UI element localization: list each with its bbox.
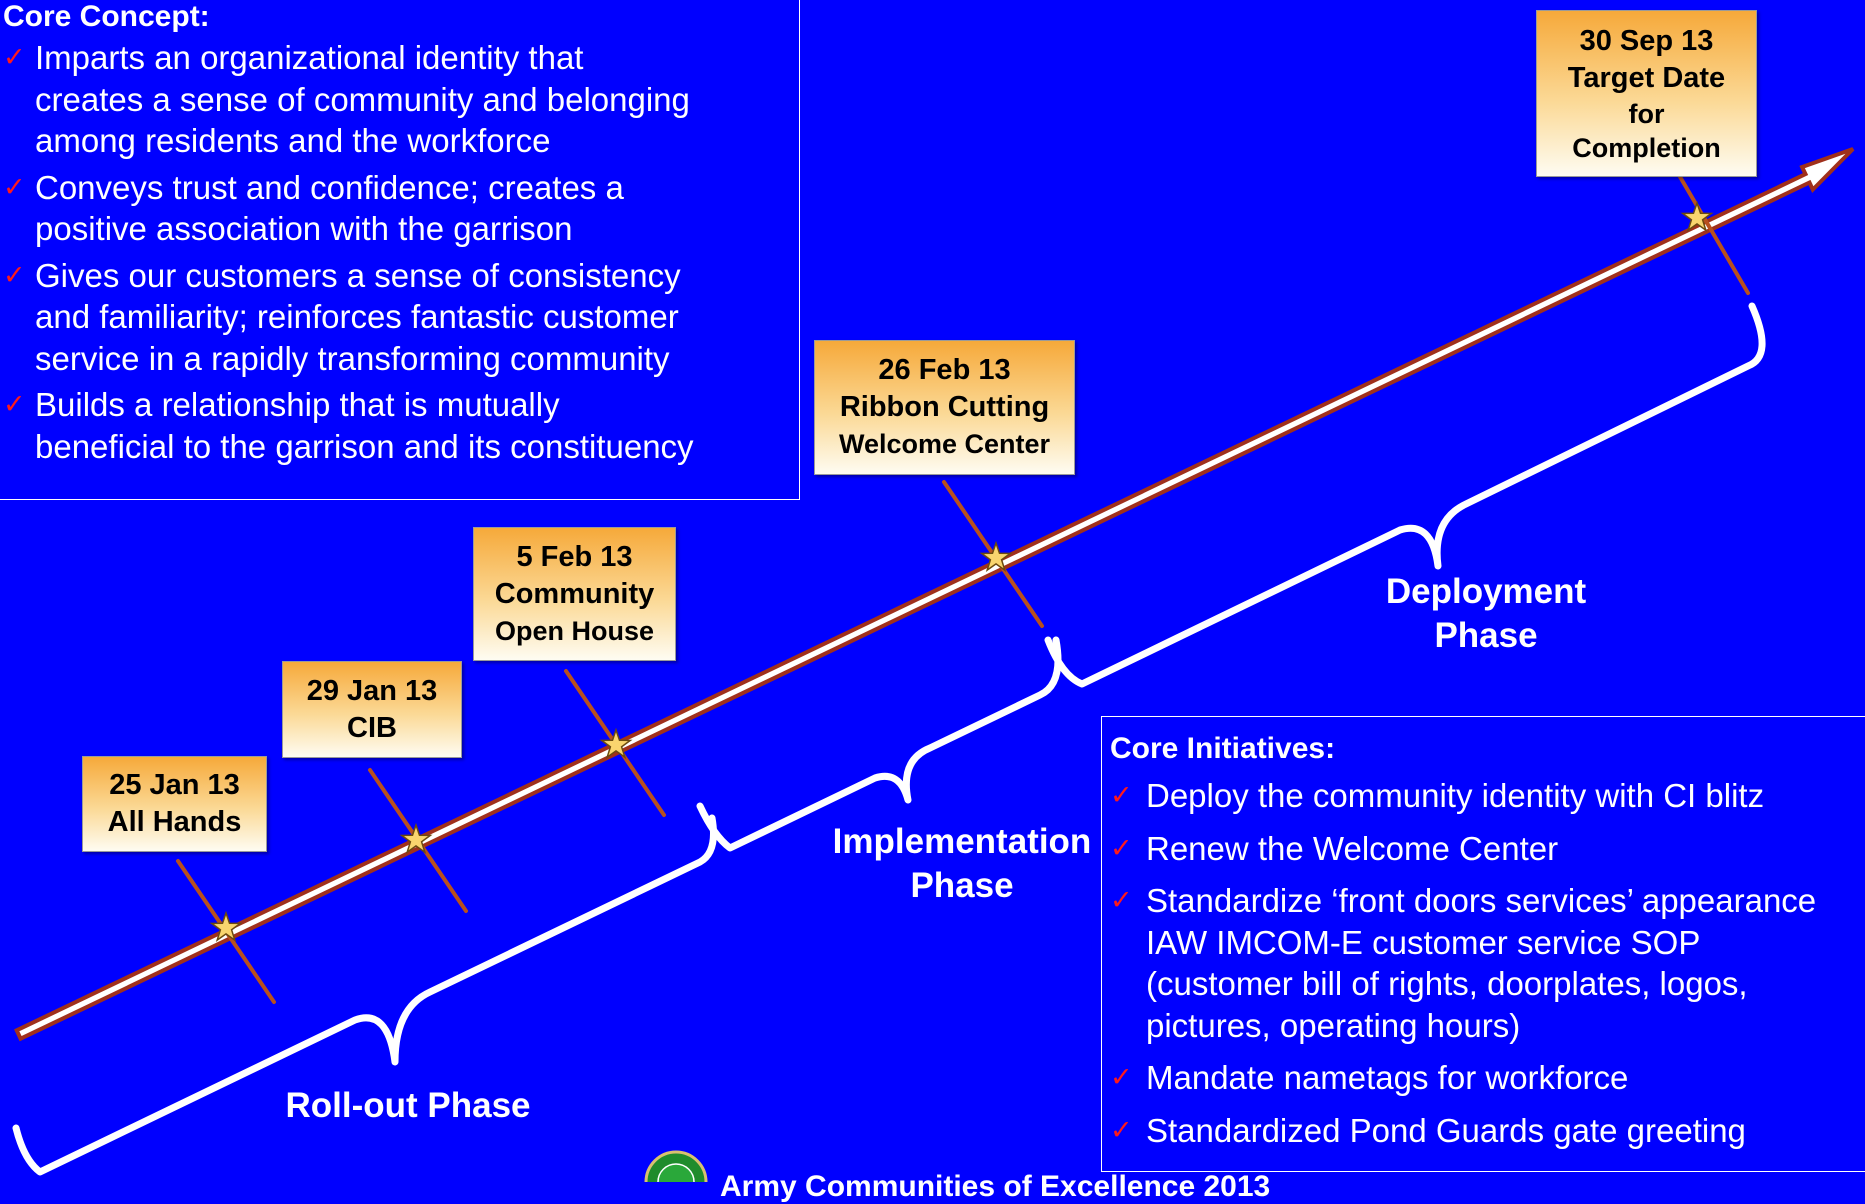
milestone-label: Community <box>494 577 655 610</box>
milestone-date: 25 Jan 13 <box>109 769 240 801</box>
deployment-phase-brace <box>1044 302 1766 688</box>
milestone-label: All Hands <box>107 806 242 838</box>
check-icon: ✓ <box>1110 885 1133 916</box>
item-line: Gives our customers a sense of consisten… <box>35 256 681 294</box>
milestone-target-date: 30 Sep 13 Target Date for Completion <box>1536 10 1757 177</box>
list-item: ✓ Conveys trust and confidence; creates … <box>3 167 799 250</box>
item-line: (customer bill of rights, doorplates, lo… <box>1146 965 1748 1002</box>
list-item: ✓ Mandate nametags for workforce <box>1110 1057 1865 1099</box>
star-icon <box>599 727 633 759</box>
phase-line: Implementation <box>832 822 1092 861</box>
milestone-date: 29 Jan 13 <box>306 674 438 707</box>
list-item: ✓ Standardize ‘front doors services’ app… <box>1110 880 1865 1046</box>
timeline-arrow <box>14 147 1855 1042</box>
milestone-community-open-house: 5 Feb 13 Community Open House <box>473 527 676 661</box>
core-initiatives-list: ✓ Deploy the community identity with CI … <box>1110 775 1865 1151</box>
item-line: Deploy the community identity with CI bl… <box>1146 777 1765 814</box>
implementation-phase-brace <box>696 636 1062 852</box>
milestone-date: 30 Sep 13 <box>1579 24 1714 57</box>
core-concept-title: Core Concept: <box>3 0 210 33</box>
core-concept-box: Core Concept: ✓ Imparts an organizationa… <box>0 0 800 500</box>
milestone-stars <box>209 200 1714 942</box>
item-line: Imparts an organizational identity that <box>35 39 584 76</box>
phase-line: Deployment <box>1385 572 1587 611</box>
item-line: Builds a relationship that is mutually <box>35 386 560 423</box>
check-icon: ✓ <box>1110 1114 1133 1146</box>
milestone-date: 26 Feb 13 <box>878 354 1011 386</box>
milestone-label: for <box>1628 98 1665 129</box>
item-line: service in a rapidly transforming commun… <box>35 339 670 377</box>
deployment-phase-label: Deployment Phase <box>1336 570 1636 658</box>
rollout-phase-label: Roll-out Phase <box>258 1084 558 1128</box>
seal-icon <box>644 1150 708 1182</box>
phase-line: Phase <box>1434 616 1538 655</box>
milestone-date: 5 Feb 13 <box>516 540 633 573</box>
milestone-all-hands: 25 Jan 13 All Hands <box>82 756 267 852</box>
milestone-ribbon-cutting: 26 Feb 13 Ribbon Cutting Welcome Center <box>814 340 1075 475</box>
core-initiatives-box: Core Initiatives: ✓ Deploy the community… <box>1101 716 1865 1172</box>
core-initiatives-title: Core Initiatives: <box>1110 732 1336 765</box>
phase-line: Roll-out Phase <box>285 1086 531 1125</box>
list-item: ✓ Deploy the community identity with CI … <box>1110 775 1865 817</box>
list-item: ✓ Gives our customers a sense of consist… <box>3 255 799 380</box>
star-icon <box>1680 200 1714 232</box>
implementation-phase-label: Implementation Phase <box>812 820 1112 908</box>
item-line: Mandate nametags for workforce <box>1146 1059 1629 1096</box>
check-icon: ✓ <box>1110 832 1133 864</box>
item-line: among residents and the workforce <box>35 122 551 159</box>
check-icon: ✓ <box>3 171 26 203</box>
rollout-phase-brace <box>12 814 717 1176</box>
milestone-label: CIB <box>347 711 397 744</box>
list-item: ✓ Builds a relationship that is mutually… <box>3 384 799 467</box>
milestone-label: Ribbon Cutting <box>839 391 1050 423</box>
item-line: creates a sense of community and belongi… <box>35 80 690 118</box>
list-item: ✓ Imparts an organizational identity tha… <box>3 37 799 162</box>
check-icon: ✓ <box>3 389 26 420</box>
star-icon <box>209 910 243 942</box>
item-line: IAW IMCOM-E customer service SOP <box>1146 923 1701 961</box>
check-icon: ✓ <box>3 259 26 291</box>
milestone-label: Welcome Center <box>838 429 1051 459</box>
star-icon <box>399 822 433 854</box>
item-line: beneficial to the garrison and its const… <box>35 427 694 465</box>
check-icon: ✓ <box>3 42 26 73</box>
item-line: Conveys trust and confidence; creates a <box>35 168 624 206</box>
phase-line: Phase <box>910 866 1014 905</box>
list-item: ✓ Standardized Pond Guards gate greeting <box>1110 1110 1865 1152</box>
item-line: pictures, operating hours) <box>1146 1006 1521 1044</box>
item-line: Renew the Welcome Center <box>1146 829 1559 867</box>
core-concept-list: ✓ Imparts an organizational identity tha… <box>3 37 799 467</box>
item-line: positive association with the garrison <box>35 210 573 247</box>
item-line: Standardized Pond Guards gate greeting <box>1146 1111 1746 1149</box>
item-line: and familiarity; reinforces fantastic cu… <box>35 298 679 335</box>
item-line: Standardize ‘front doors services’ appea… <box>1146 882 1817 919</box>
milestone-label: Completion <box>1572 132 1721 163</box>
footer-text: Army Communities of Excellence 2013 <box>720 1170 1271 1203</box>
milestone-cib: 29 Jan 13 CIB <box>282 661 462 758</box>
milestone-label: Open House <box>494 615 655 646</box>
check-icon: ✓ <box>1110 780 1133 811</box>
list-item: ✓ Renew the Welcome Center <box>1110 828 1865 870</box>
star-icon <box>979 540 1013 572</box>
check-icon: ✓ <box>1110 1062 1133 1093</box>
milestone-label: Target Date <box>1567 61 1726 94</box>
